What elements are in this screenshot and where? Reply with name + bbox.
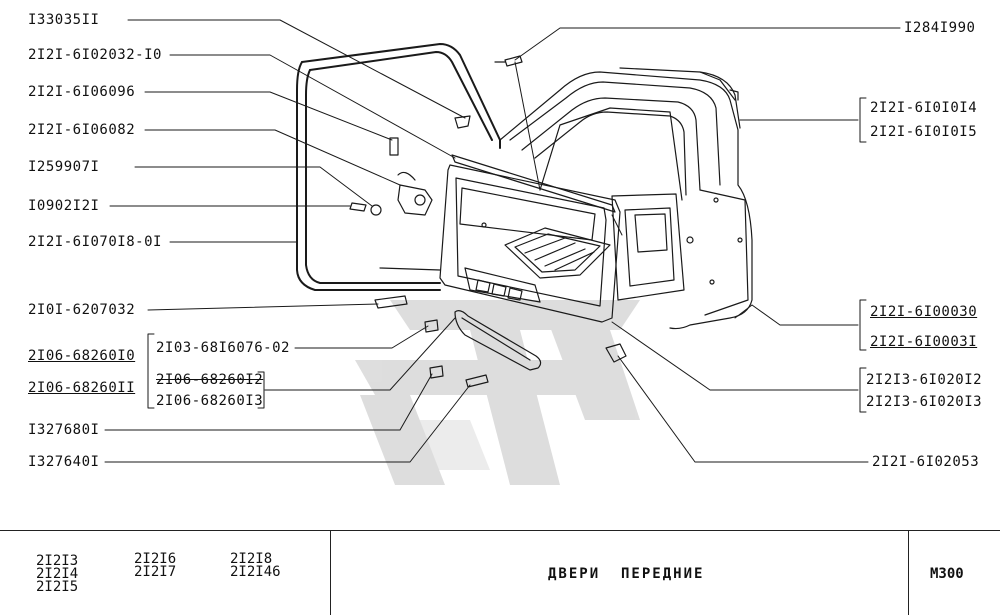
callout-l8: 2I0I-6207032 [28,302,136,318]
callout-l4: 2I2I-6I06082 [28,122,136,138]
window-strip-drawing [451,154,616,213]
model-code: 2I2I6 [134,551,177,567]
watermark-logo-icon [355,300,640,485]
small-parts-drawing [349,55,627,388]
armrest-drawing [454,310,542,371]
callout-r1: I284I990 [904,20,976,36]
callout-r8: 2I2I-6I02053 [872,454,980,470]
leader-lines [104,19,901,463]
callout-r7: 2I2I3-6I020I3 [866,394,983,410]
callout-l12: 2I06-68260I2 [156,372,264,388]
door-assembly-drawing [104,19,901,485]
door-body-drawing [499,67,753,330]
callout-l6: I0902I2I [28,198,100,214]
callout-l14: I327680I [28,422,100,438]
callout-r2: 2I2I-6I0I0I4 [870,100,978,116]
callout-l11: 2I03-68I6076-02 [156,340,290,356]
callout-r3: 2I2I-6I0I0I5 [870,124,978,140]
callout-l7: 2I2I-6I070I8-0I [28,234,162,250]
callout-l15: I327640I [28,454,100,470]
callout-l1: I33035II [28,12,100,28]
model-list-col1: 2I2I3 2I2I4 2I2I5 [36,553,79,595]
model-code: 2I2I7 [134,564,177,580]
model-code: 2I2I5 [36,579,79,595]
callout-l5: I259907I [28,159,100,175]
title-block: 2I2I3 2I2I4 2I2I5 2I2I6 2I2I7 2I2I8 2I2I… [0,530,1000,615]
model-code: 2I2I8 [230,551,273,567]
model-code: 2I2I46 [230,564,281,580]
model-list-col2: 2I2I6 2I2I7 [134,551,177,580]
drawing-title: ДВЕРИ ПЕРЕДНИЕ [548,566,705,582]
title-block-divider [330,531,331,615]
callout-r4: 2I2I-6I00030 [870,304,978,320]
callout-r6: 2I2I3-6I020I2 [866,372,983,388]
callout-l9: 2I06-68260I0 [28,348,136,364]
callout-l3: 2I2I-6I06096 [28,84,136,100]
callout-r5: 2I2I-6I0003I [870,334,978,350]
sheet-code: M300 [930,566,964,582]
callout-l13: 2I06-68260I3 [156,393,264,409]
model-list-col3: 2I2I8 2I2I46 [230,551,281,580]
title-block-divider [908,531,909,615]
callout-l2: 2I2I-6I02032-I0 [28,47,162,63]
door-trim-panel-drawing [439,164,621,323]
model-code: 2I2I4 [36,566,79,582]
group-brackets [147,97,867,413]
model-code: 2I2I3 [36,553,79,569]
callout-l10: 2I06-68260II [28,380,136,396]
